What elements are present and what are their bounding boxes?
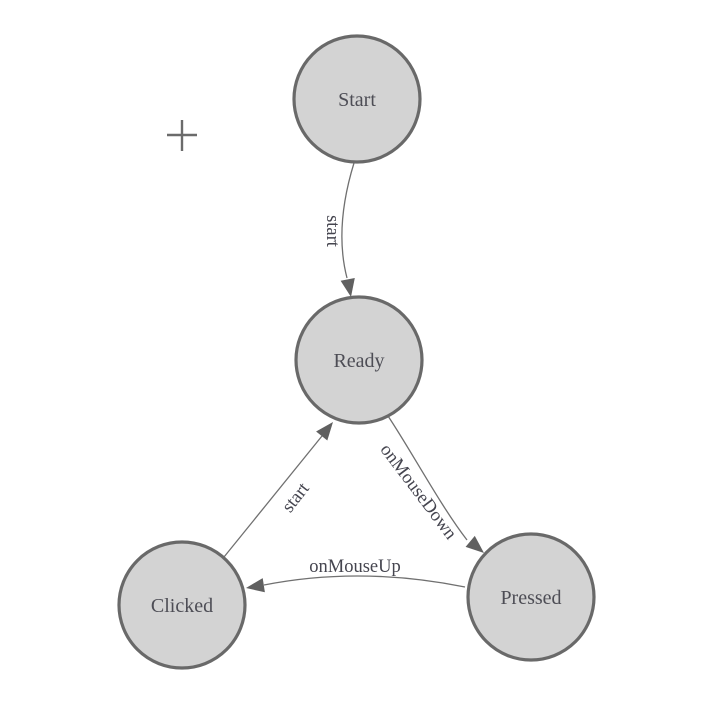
arrowhead-icon	[316, 422, 333, 441]
edge-line[interactable]	[223, 435, 323, 558]
state-node-ready[interactable]: Ready	[294, 295, 424, 425]
state-circle[interactable]	[466, 532, 596, 662]
edge-clicked-to-ready[interactable]: start	[223, 422, 333, 558]
state-circle[interactable]	[117, 540, 247, 670]
state-circle[interactable]	[292, 34, 422, 164]
edge-line[interactable]	[263, 575, 466, 588]
edge-start-to-ready[interactable]: start	[322, 162, 355, 297]
edge-ready-to-pressed[interactable]: onMouseDown	[376, 415, 484, 553]
edge-label-ready-to-pressed: onMouseDown	[376, 440, 461, 543]
edge-label-pressed-to-clicked: onMouseUp	[309, 557, 400, 577]
crosshair-icon	[167, 120, 197, 151]
state-node-clicked[interactable]: Clicked	[117, 540, 247, 670]
node-label-pressed: Pressed	[500, 587, 561, 609]
edge-line[interactable]	[341, 162, 355, 279]
node-label-ready: Ready	[333, 350, 384, 372]
edge-pressed-to-clicked[interactable]: onMouseUp	[246, 557, 466, 593]
arrowhead-icon	[340, 278, 355, 297]
node-label-start: Start	[338, 89, 376, 111]
arrowhead-icon	[465, 535, 484, 553]
state-node-pressed[interactable]: Pressed	[466, 532, 596, 662]
edge-label-start-to-ready: start	[322, 215, 342, 248]
node-label-clicked: Clicked	[151, 595, 213, 617]
state-node-start[interactable]: Start	[292, 34, 422, 164]
arrowhead-icon	[246, 578, 265, 593]
edge-label-clicked-to-ready: start	[278, 479, 314, 517]
edge-line[interactable]	[387, 415, 468, 541]
state-circle[interactable]	[294, 295, 424, 425]
